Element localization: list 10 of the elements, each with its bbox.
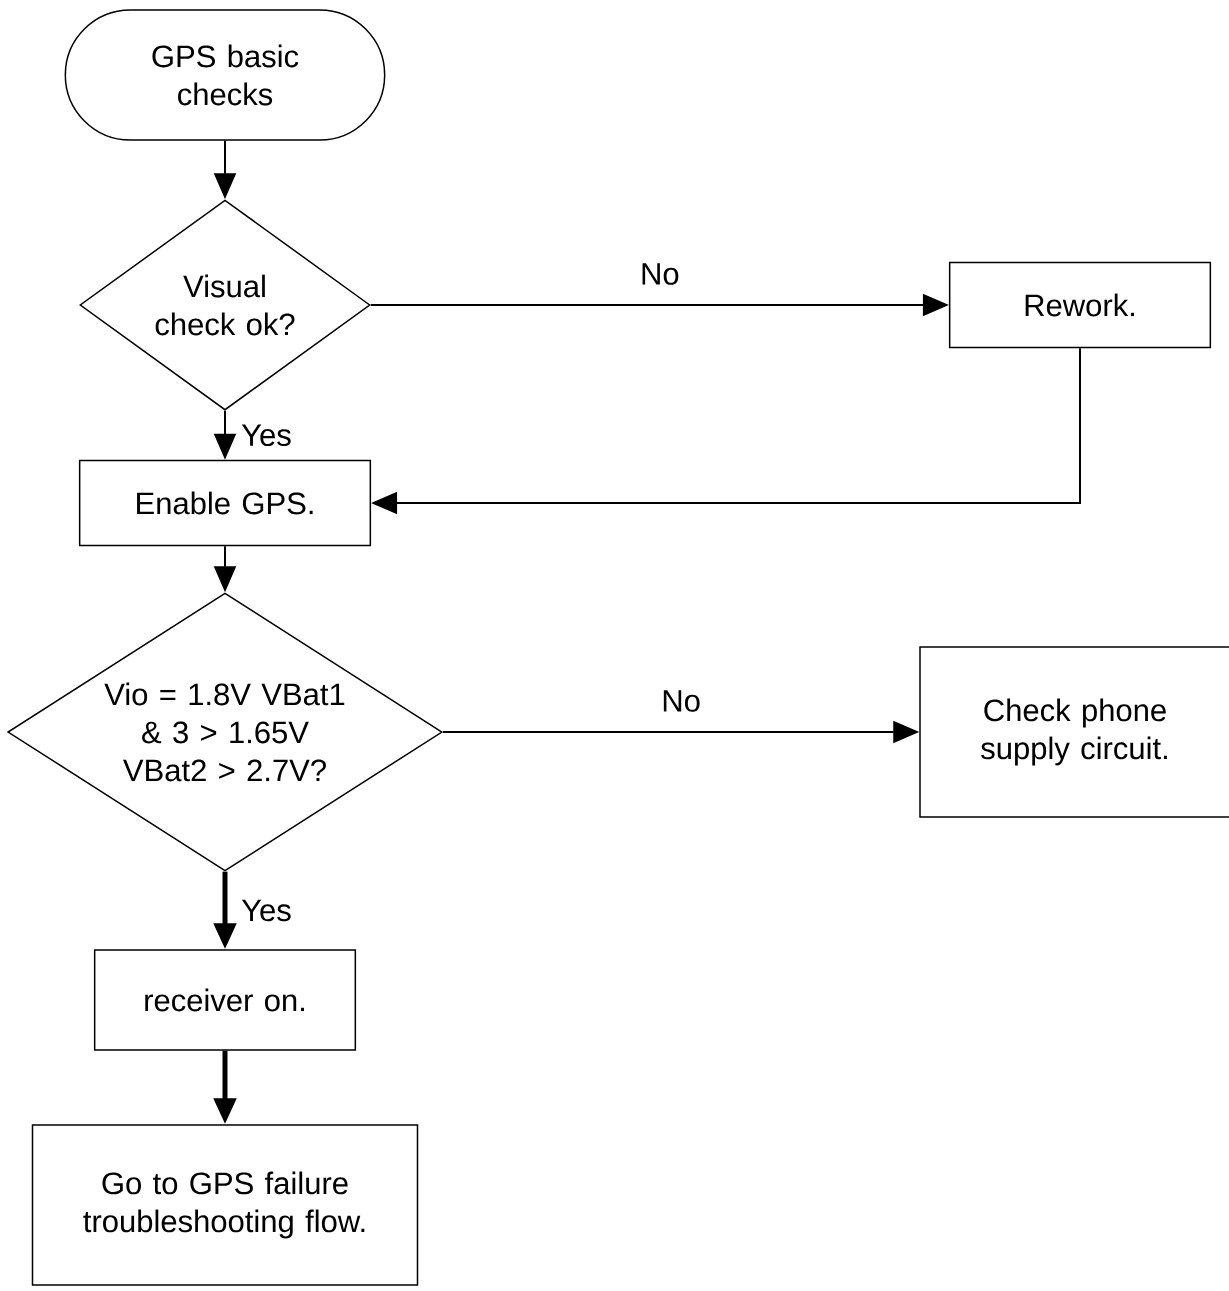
process-box: receiver on.: [93, 949, 357, 1051]
edge-label: Yes: [239, 897, 294, 924]
process-box: Check phone supply circuit.: [919, 646, 1229, 818]
start-terminal: GPS basic checks: [64, 9, 386, 141]
process-box: Enable GPS.: [78, 459, 372, 547]
edge-label: Yes: [239, 422, 294, 449]
edge-label: No: [638, 261, 682, 287]
edge-label: No: [659, 688, 703, 714]
process-box: Rework.: [948, 261, 1212, 349]
process-box: Go to GPS failure troubleshooting flow.: [31, 1124, 419, 1286]
